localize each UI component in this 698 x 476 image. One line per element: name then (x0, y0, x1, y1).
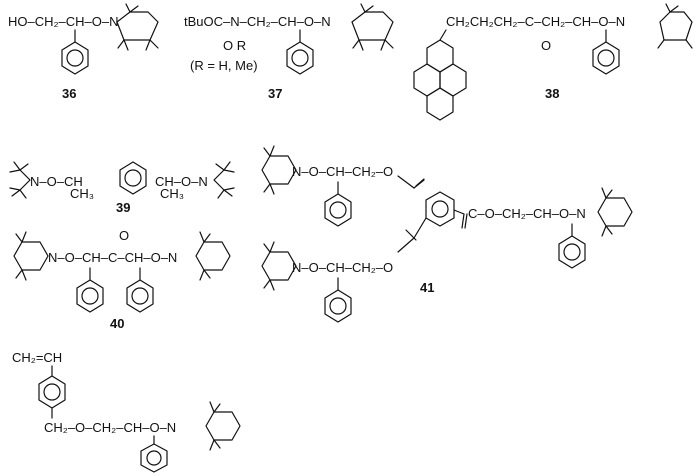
compound-41: N–O–CH–CH₂–O C–O–CH₂–CH–O–N N–O–CH–CH₂–O… (261, 145, 633, 323)
c40-piperidine-left (13, 241, 49, 271)
c42-phenyl-ring (140, 443, 168, 473)
c41-arm-bottom: N–O–CH–CH₂–O (292, 260, 393, 275)
c37-phenyl-ring (286, 41, 314, 75)
c40-ring-aromatic-right (131, 287, 149, 305)
c39-right: CH–O–N (155, 174, 208, 189)
c41-ring-aromatic-bottom (329, 297, 347, 315)
c41-piperidine-right (597, 197, 633, 227)
c42-methyl-groups (209, 401, 221, 451)
c42-ring-aromatic-2 (146, 450, 162, 466)
c40-ring-aromatic-left (81, 287, 99, 305)
c36-ring-aromatic (66, 49, 84, 67)
c40-carbonyl-o: O (119, 228, 129, 243)
c38-bond (439, 29, 447, 41)
c38-phenyl-ring (592, 41, 620, 75)
c41-carbonyl-top (413, 178, 425, 189)
c39-methyl-left: CH₃ (70, 186, 94, 201)
compound-36: HO–CH₂–CH–O–N 36 (8, 3, 159, 101)
c39-ring-aromatic (124, 169, 142, 187)
compound-styrenic: CH₂=CH CH₂–O–CH₂–CH–O–N (12, 350, 241, 473)
c41-phenyl-top (324, 193, 352, 227)
compound-38: CH₂CH₂CH₂–C–CH₂–CH–O–N O 38 (413, 3, 693, 121)
compound-number-38: 38 (545, 86, 559, 101)
c42-vinyl: CH₂=CH (12, 350, 62, 365)
c39-tbutyl-right (213, 161, 235, 199)
c41-piperidine-top (261, 155, 297, 185)
c41-piperidine-bottom (261, 251, 297, 281)
c41-central-ring (425, 191, 455, 227)
c38-ring-aromatic (597, 49, 615, 67)
compound-number-39: 39 (116, 200, 130, 215)
compound-number-40: 40 (110, 316, 124, 331)
c41-methyls-bottom (263, 241, 275, 291)
c41-central-aromatic (431, 200, 449, 218)
c41-methyls-right (601, 187, 613, 237)
c36-methyl-groups (117, 3, 159, 51)
c42-piperidine-ring (205, 411, 241, 441)
c38-carbonyl-o: O (541, 38, 551, 53)
c40-chain: N–O–CH–C–CH–O–N (48, 250, 177, 265)
c39-phenylene-ring (119, 161, 147, 195)
c36-phenyl-ring (61, 41, 89, 75)
c37-ring-aromatic (291, 49, 309, 67)
c39-tbutyl-left (9, 161, 31, 199)
c40-phenyl-left (76, 279, 104, 313)
c36-chain: HO–CH₂–CH–O–N (8, 14, 119, 29)
c41-arm-top: N–O–CH–CH₂–O (292, 164, 393, 179)
c41-ester-link-bottom (397, 217, 427, 253)
compound-40: N–O–CH–C–CH–O–N O 40 (13, 228, 231, 331)
compound-number-37: 37 (268, 86, 282, 101)
c40-piperidine-right (195, 241, 231, 271)
c40-phenyl-right (126, 279, 154, 313)
c41-ester-link-top (397, 175, 415, 189)
c40-methyls-left (15, 231, 27, 281)
c37-methyl-groups (352, 3, 394, 51)
c41-arm-right: C–O–CH₂–CH–O–N (468, 206, 586, 221)
c37-note: (R = H, Me) (190, 58, 258, 73)
c39-left: N–O–CH (30, 174, 83, 189)
c41-carbonyl-right (453, 209, 468, 229)
compound-37: tBuOC–N–CH₂–CH–O–N O R (R = H, Me) 37 (184, 3, 394, 101)
c42-chain: CH₂–O–CH₂–CH–O–N (44, 420, 176, 435)
c36-piperidine-ring (116, 11, 159, 41)
compound-number-36: 36 (62, 86, 76, 101)
c38-pyrene (413, 39, 467, 121)
c38-chain: CH₂CH₂CH₂–C–CH₂–CH–O–N (446, 14, 625, 29)
c37-piperidine-ring (351, 11, 394, 41)
c41-ring-aromatic-top (329, 201, 347, 219)
c38-piperidine-ring (659, 11, 693, 41)
c41-ring-aromatic-right (563, 243, 581, 261)
c42-phenylene-ring (38, 375, 66, 409)
c41-methyls-top (263, 145, 275, 195)
c39-methyl-right: CH₃ (160, 186, 184, 201)
c40-methyls-right (199, 231, 211, 281)
c42-ring-aromatic (43, 383, 61, 401)
c41-phenyl-bottom (324, 289, 352, 323)
c38-methyl-groups (657, 3, 693, 49)
c41-phenyl-right (558, 235, 586, 269)
compound-number-41: 41 (420, 280, 434, 295)
c37-substituents: O R (223, 38, 246, 53)
c37-chain: tBuOC–N–CH₂–CH–O–N (184, 14, 331, 29)
compound-39: N–O–CH CH₃ CH–O–N CH₃ 39 (9, 161, 235, 215)
